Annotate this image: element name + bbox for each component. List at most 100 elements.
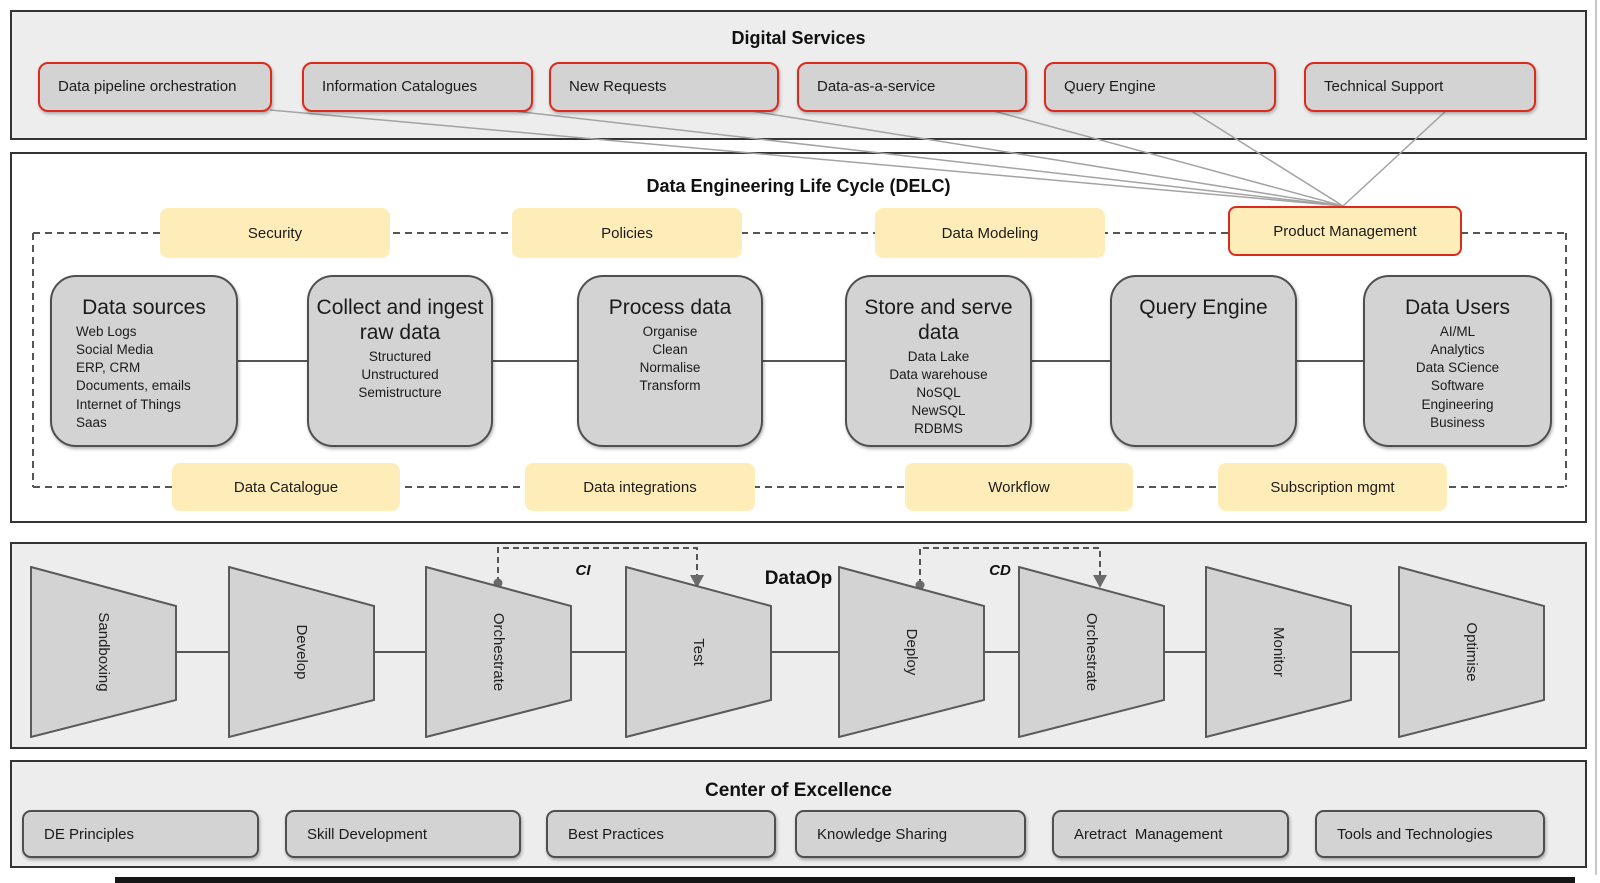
stage-item: Unstructured (361, 366, 439, 382)
trapezoid-shape (1205, 566, 1352, 738)
coe-title: Center of Excellence (705, 780, 892, 801)
stage-item: AI/ML (1439, 323, 1476, 339)
coe-label: Aretract Management (1074, 825, 1223, 843)
stage-item: Data warehouse (889, 366, 988, 382)
trap-deploy: Deploy (838, 566, 985, 738)
stage-item: Structured (368, 348, 432, 364)
trap-label: Monitor (1270, 626, 1287, 678)
stage-data-users: Data Users AI/ML Analytics Data SCience … (1363, 275, 1552, 447)
stage-item: RDBMS (914, 421, 963, 437)
stage-item: ERP, CRM (76, 360, 141, 376)
service-box-data-pipeline-orchestration: Data pipeline orchestration (38, 62, 272, 112)
capability-subscription-mgmt: Subscription mgmt (1218, 463, 1447, 511)
trap-label: Orchestrate (490, 612, 507, 692)
coe-label: Best Practices (568, 825, 664, 843)
coe-box-best-practices: Best Practices (546, 810, 776, 858)
stage-item: Semistructure (358, 384, 442, 400)
service-label: Data pipeline orchestration (58, 77, 237, 95)
stage-title: Data Users (1404, 296, 1511, 319)
stage-item: NewSQL (911, 403, 966, 419)
dataop-title: DataOp (764, 568, 833, 589)
delc-title: Data Engineering Life Cycle (DELC) (646, 176, 951, 196)
service-label: Data-as-a-service (817, 77, 936, 95)
service-box-data-as-a-service: Data-as-a-service (797, 62, 1027, 112)
service-box-technical-support: Technical Support (1304, 62, 1536, 112)
capability-security: Security (160, 208, 390, 258)
stage-item-list: Data Lake Data warehouse NoSQL NewSQL RD… (847, 348, 1030, 439)
trap-label: Sandboxing (95, 612, 112, 692)
stage-item: Documents, emails (76, 378, 191, 394)
bottom-edge-strip (115, 877, 1575, 883)
capability-label: Security (247, 224, 303, 242)
stage-item: Web Logs (76, 323, 137, 339)
capability-label: Policies (601, 224, 653, 242)
capability-workflow: Workflow (905, 463, 1133, 511)
stage-title: Process data (608, 296, 732, 319)
trapezoid-shape (425, 566, 572, 738)
stage-title: Store and serve data (864, 296, 1013, 344)
stage-title: Collect and ingest raw data (316, 296, 484, 344)
service-label: Technical Support (1324, 77, 1444, 95)
stage-item: Saas (76, 414, 107, 430)
stage-process-data: Process data Organise Clean Normalise Tr… (577, 275, 763, 447)
stage-item-list: Structured Unstructured Semistructure (309, 348, 491, 403)
stage-title: Data sources (82, 296, 206, 319)
trap-sandboxing: Sandboxing (30, 566, 177, 738)
capability-label: Workflow (988, 478, 1050, 496)
trap-label: Develop (293, 624, 310, 680)
capability-product-management: Product Management (1228, 206, 1462, 256)
coe-label: DE Principles (44, 825, 135, 843)
stage-item: Clean (652, 341, 688, 357)
stage-item: Data Lake (907, 348, 970, 364)
trapezoid-shape (838, 566, 985, 738)
service-label: Query Engine (1064, 77, 1156, 95)
capability-data-integrations: Data integrations (525, 463, 755, 511)
right-edge-line (1595, 0, 1597, 875)
stage-item: Business (1430, 414, 1485, 430)
stage-item-list: Web Logs Social Media ERP, CRM Documents… (52, 323, 236, 432)
trap-label: Deploy (903, 628, 920, 676)
coe-box-de-principles: DE Principles (22, 810, 259, 858)
capability-policies: Policies (512, 208, 742, 258)
trap-monitor: Monitor (1205, 566, 1352, 738)
stage-item: Data SCience (1415, 360, 1500, 376)
stage-item: Internet of Things (76, 396, 181, 412)
capability-label: Data Modeling (941, 224, 1039, 242)
trap-label: Orchestrate (1083, 612, 1100, 692)
stage-item: Software (1430, 378, 1485, 394)
ci-label: CI (575, 562, 591, 579)
stage-collect-ingest: Collect and ingest raw data Structured U… (307, 275, 493, 447)
cd-label: CD (989, 562, 1011, 579)
stage-item: Engineering (1421, 396, 1494, 412)
trapezoid-shape (1398, 566, 1545, 738)
service-label: Information Catalogues (322, 77, 478, 95)
trap-develop: Develop (228, 566, 375, 738)
stage-item-list: Organise Clean Normalise Transform (579, 323, 761, 396)
stage-query-engine: Query Engine (1110, 275, 1297, 447)
trapezoid-shape (625, 566, 772, 738)
stage-data-sources: Data sources Web Logs Social Media ERP, … (50, 275, 238, 447)
service-box-new-requests: New Requests (549, 62, 779, 112)
capability-data-catalogue: Data Catalogue (172, 463, 400, 511)
trap-test: Test (625, 566, 772, 738)
coe-box-artefact-management: Aretract Management (1052, 810, 1289, 858)
service-label: New Requests (569, 77, 667, 95)
coe-box-skill-development: Skill Development (285, 810, 521, 858)
trapezoid-shape (228, 566, 375, 738)
stage-item: NoSQL (916, 384, 961, 400)
stage-item: Analytics (1430, 341, 1485, 357)
coe-label: Knowledge Sharing (817, 825, 948, 843)
coe-label: Skill Development (307, 825, 428, 843)
stage-store-serve: Store and serve data Data Lake Data ware… (845, 275, 1032, 447)
capability-data-modeling: Data Modeling (875, 208, 1105, 258)
stage-item-list: AI/ML Analytics Data SCience Software En… (1365, 323, 1550, 432)
coe-box-knowledge-sharing: Knowledge Sharing (795, 810, 1026, 858)
stage-item: Organise (642, 323, 698, 339)
digital-services-title: Digital Services (731, 28, 866, 48)
coe-box-tools-technologies: Tools and Technologies (1315, 810, 1545, 858)
stage-item: Normalise (639, 360, 701, 376)
trap-orchestrate-ci: Orchestrate (425, 566, 572, 738)
capability-label: Product Management (1273, 222, 1417, 240)
capability-label: Data integrations (583, 478, 697, 496)
stage-title: Query Engine (1139, 296, 1268, 319)
